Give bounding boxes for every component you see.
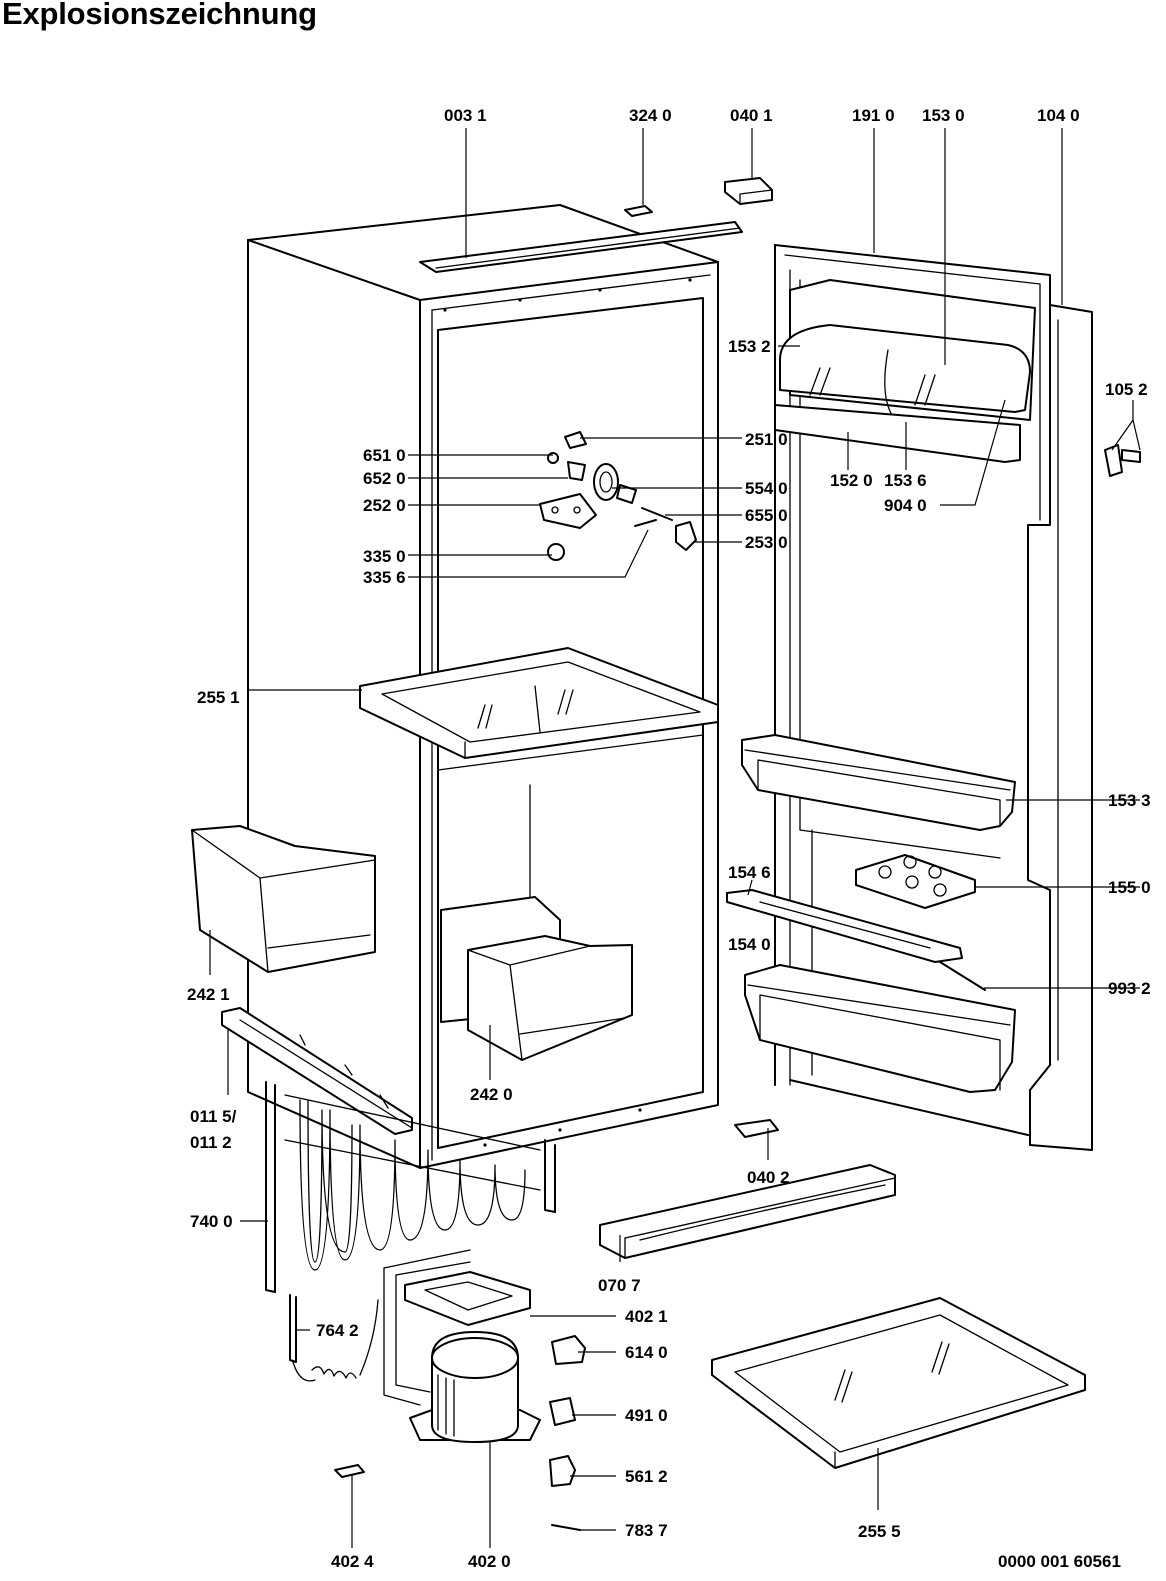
compressor-bracket: [404, 1271, 531, 1326]
label-242-1: 242 1: [187, 985, 230, 1004]
part-labels: 003 1 324 0 040 1 191 0 153 0 104 0 153 …: [187, 106, 1151, 1571]
label-011-2: 011 2: [190, 1133, 232, 1152]
label-153-3: 153 3: [1108, 791, 1151, 810]
label-252-0: 252 0: [363, 496, 406, 515]
crisper-box-right: [440, 896, 633, 1061]
door-shelf-lower: [744, 964, 1016, 1093]
label-105-2: 105 2: [1105, 380, 1148, 399]
label-652-0: 652 0: [363, 469, 406, 488]
label-764-2: 764 2: [316, 1321, 359, 1340]
glass-shelf-upper: [359, 647, 719, 759]
label-011-5: 011 5/: [190, 1107, 237, 1126]
label-255-5: 255 5: [858, 1522, 901, 1541]
label-251-0: 251 0: [745, 430, 788, 449]
label-324-0: 324 0: [629, 106, 672, 125]
crisper-box-left: [191, 825, 376, 973]
label-655-0: 655 0: [745, 506, 788, 525]
label-153-0: 153 0: [922, 106, 965, 125]
label-040-2: 040 2: [747, 1168, 790, 1187]
door-shelf-upper: [741, 734, 1016, 831]
base-rail: [221, 1007, 413, 1135]
label-154-0: 154 0: [728, 935, 771, 954]
compressor: [383, 1249, 541, 1443]
label-242-0: 242 0: [470, 1085, 513, 1104]
butter-compartment: [774, 279, 1036, 463]
electrical-parts: [334, 1335, 586, 1531]
label-255-1: 255 1: [197, 688, 240, 707]
condenser: [265, 1081, 556, 1293]
label-614-0: 614 0: [625, 1343, 668, 1362]
label-155-0: 155 0: [1108, 878, 1151, 897]
label-040-1: 040 1: [730, 106, 773, 125]
label-491-0: 491 0: [625, 1406, 668, 1425]
cover-channel: [599, 1119, 896, 1259]
label-783-7: 783 7: [625, 1521, 668, 1540]
label-740-0: 740 0: [190, 1212, 233, 1231]
thermostat-light-assembly: [539, 431, 697, 561]
label-335-0: 335 0: [363, 547, 406, 566]
egg-tray: [855, 854, 976, 909]
label-152-0: 152 0: [830, 471, 873, 490]
drawing-number: 0000 001 60561: [998, 1552, 1121, 1571]
label-253-0: 253 0: [745, 533, 788, 552]
label-904-0: 904 0: [884, 496, 927, 515]
label-993-2: 993 2: [1108, 979, 1151, 998]
label-651-0: 651 0: [363, 446, 406, 465]
label-191-0: 191 0: [852, 106, 895, 125]
label-335-6: 335 6: [363, 568, 406, 587]
label-554-0: 554 0: [745, 479, 788, 498]
glass-shelf-lower: [711, 1297, 1086, 1469]
label-070-7: 070 7: [598, 1276, 641, 1295]
label-561-2: 561 2: [625, 1467, 668, 1486]
leader-lines: [209, 128, 1141, 1548]
page-title: Explosionszeichnung: [2, 0, 317, 31]
label-154-6: 154 6: [728, 863, 771, 882]
label-402-1: 402 1: [625, 1307, 668, 1326]
door-shelf-rail: [726, 889, 986, 991]
label-153-2: 153 2: [728, 337, 771, 356]
label-003-1: 003 1: [444, 106, 487, 125]
label-104-0: 104 0: [1037, 106, 1080, 125]
label-402-0: 402 0: [468, 1552, 511, 1571]
label-153-6: 153 6: [884, 471, 927, 490]
label-402-4: 402 4: [331, 1552, 374, 1571]
